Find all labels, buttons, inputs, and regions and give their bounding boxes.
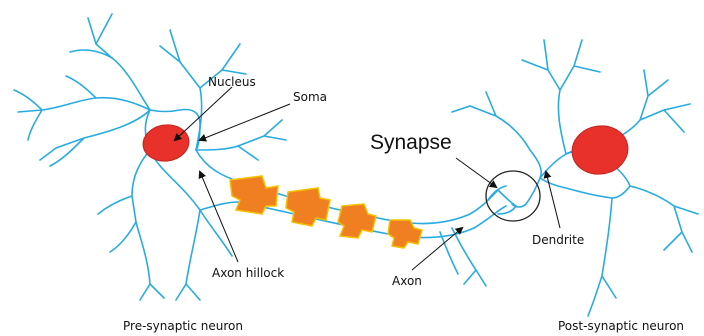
myelin-sheaths bbox=[230, 176, 422, 248]
nucleus-arrow bbox=[175, 87, 232, 140]
pre-synaptic-nucleus bbox=[141, 122, 192, 164]
label-arrows bbox=[175, 87, 560, 270]
soma-label: Soma bbox=[293, 91, 327, 103]
post-synaptic-neuron-caption: Post-synaptic neuron bbox=[558, 320, 684, 332]
post-synaptic-neuron bbox=[452, 40, 698, 316]
dendrite-arrow bbox=[546, 172, 560, 228]
axon-terminal bbox=[440, 186, 516, 286]
myelin-sheath-3 bbox=[338, 204, 376, 238]
axon-hillock-label: Axon hillock bbox=[212, 267, 284, 279]
synapse-label: Synapse bbox=[370, 132, 452, 153]
nucleus-label: Nucleus bbox=[208, 76, 256, 88]
soma-arrow bbox=[200, 104, 290, 140]
axon-label: Axon bbox=[392, 275, 422, 287]
synapse-arrow bbox=[456, 158, 496, 187]
post-synaptic-outline bbox=[452, 40, 698, 316]
pre-synaptic-neuron-caption: Pre-synaptic neuron bbox=[123, 320, 243, 332]
dendrite-label: Dendrite bbox=[532, 234, 584, 246]
post-synaptic-nucleus bbox=[568, 122, 631, 179]
